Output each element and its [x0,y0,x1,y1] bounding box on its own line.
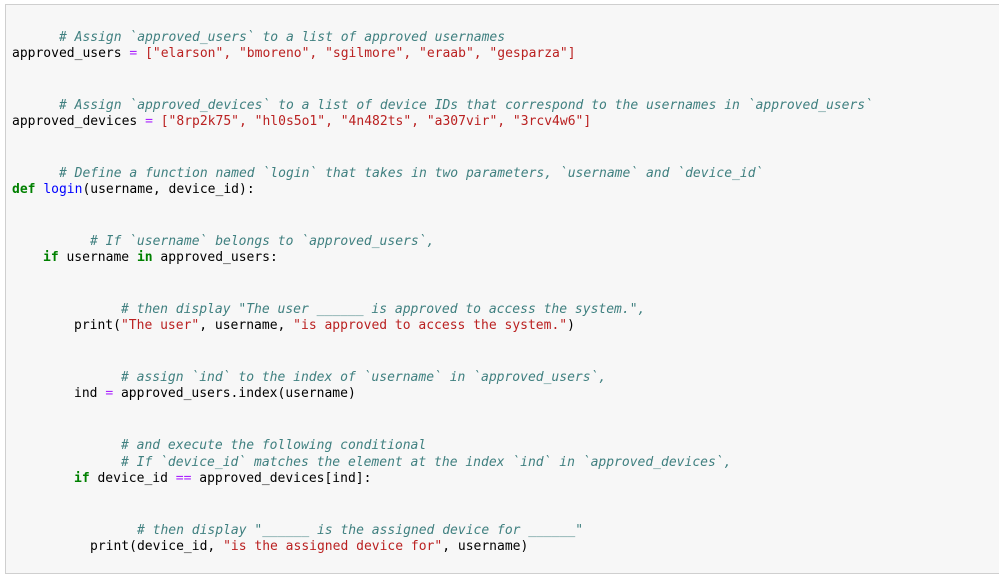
code-line-12: ind = approved_users.index(username) [74,385,356,403]
keyword-in: in [136,250,153,265]
function-name: login [43,182,83,197]
comment: # assign `ind` to the index of `username… [120,370,607,385]
comment: # then display "The user ______ is appro… [120,302,646,317]
keyword-if: if [74,471,90,486]
args: , username) [442,539,529,554]
code-line-13a: # and execute the following conditional [74,419,426,453]
code-line-5: # Define a function named `login` that t… [12,147,763,181]
variable: approved_users [12,46,122,61]
comment: # If `username` belongs to `approved_use… [89,234,435,249]
code-line-4: approved_devices = ["8rp2k75", "hl0s5o1"… [12,113,591,131]
identifier: approved_devices[ind]: [199,471,372,486]
comment: # Assign `approved_users` to a list of a… [58,30,506,45]
comment: # then display "______ is the assigned d… [136,523,584,538]
operator: = [129,46,138,61]
string-list: ["elarson", "bmoreno", "sgilmore", "eraa… [145,46,576,61]
code-line-9: # then display "The user ______ is appro… [74,283,645,317]
keyword-if: if [43,250,59,265]
comment: # If `device_id` matches the element at … [120,455,732,470]
identifier: approved_users: [160,250,278,265]
code-line-15: # then display "______ is the assigned d… [90,504,583,538]
close-paren: ) [567,318,575,333]
code-line-2: approved_users = ["elarson", "bmoreno", … [12,45,576,63]
code-line-16: print(device_id, "is the assigned device… [90,538,528,556]
code-line-6: def login(username, device_id): [12,181,255,199]
variable: ind [74,386,98,401]
print-call: print( [74,318,121,333]
code-line-11: # assign `ind` to the index of `username… [74,351,606,385]
comment: # Define a function named `login` that t… [58,166,764,181]
parameters: (username, device_id): [82,182,255,197]
code-line-13b: # If `device_id` matches the element at … [74,436,731,470]
variable: approved_devices [12,114,138,129]
string: "is approved to access the system." [293,318,568,333]
keyword-def: def [12,182,36,197]
comment: # Assign `approved_devices` to a list of… [58,98,873,113]
expression: approved_users.index(username) [120,386,356,401]
code-line-7: # If `username` belongs to `approved_use… [43,215,434,249]
code-line-14: if device_id == approved_devices[ind]: [74,470,371,488]
identifier: device_id [97,471,168,486]
operator: = [145,114,153,129]
string: "is the assigned device for" [223,539,443,554]
comment: # and execute the following conditional [120,438,427,453]
code-cell[interactable]: # Assign `approved_users` to a list of a… [5,4,999,574]
string: "The user" [120,318,200,333]
code-line-3: # Assign `approved_devices` to a list of… [12,79,873,113]
code-editor[interactable]: # Assign `approved_users` to a list of a… [12,5,999,560]
args: , username, [199,318,294,333]
code-line-10: print("The user", username, "is approved… [74,317,575,335]
identifier: username [66,250,130,265]
code-line-1: # Assign `approved_users` to a list of a… [12,11,505,45]
code-line-8: if username in approved_users: [43,249,278,267]
operator: == [175,471,192,486]
string-list: ["8rp2k75", "hl0s5o1", "4n482ts", "a307v… [160,114,592,129]
operator: = [105,386,114,401]
print-call: print(device_id, [90,539,224,554]
